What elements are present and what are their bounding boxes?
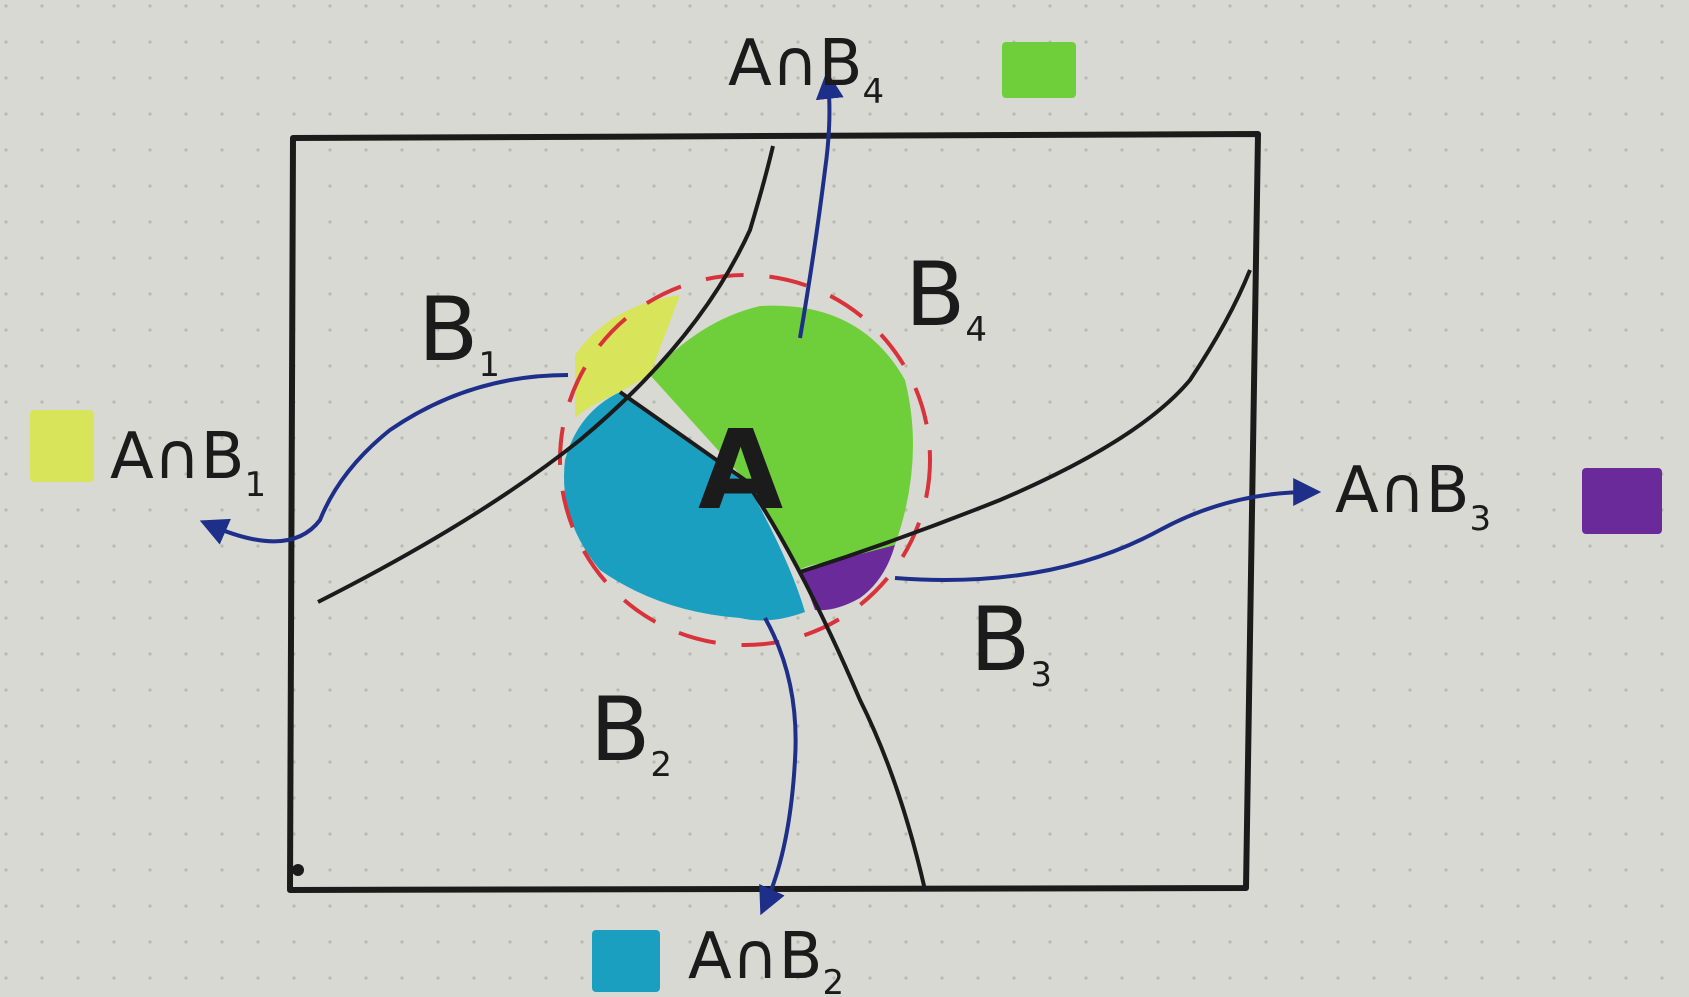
label-b3: B3 <box>970 588 1052 695</box>
boundary-b3-b4 <box>799 269 1252 574</box>
label-event-a: A <box>698 406 783 534</box>
legend-ab3-text: A∩B3 <box>1335 454 1491 539</box>
legend-ab2-text: A∩B2 <box>688 920 844 997</box>
legend-ab3: A∩B3 <box>1335 454 1662 539</box>
label-b1: B1 <box>418 278 500 385</box>
swatch-ab3 <box>1582 468 1662 534</box>
boundary-b2-b4 <box>618 390 927 891</box>
event-a-outline <box>558 273 932 647</box>
legend-ab4: A∩B4 <box>728 27 1076 112</box>
label-b2: B2 <box>590 678 672 785</box>
box-corner-dot <box>292 864 304 876</box>
swatch-ab1 <box>30 410 94 482</box>
arrow-to-ab4 <box>798 70 844 339</box>
region-a-b4 <box>650 305 913 570</box>
region-a-b1 <box>575 295 680 418</box>
legend-ab1: A∩B1 <box>30 410 266 505</box>
region-a-b2 <box>564 392 805 621</box>
legend-ab4-text: A∩B4 <box>728 27 884 112</box>
arrow-to-ab2 <box>759 617 798 916</box>
swatch-ab2 <box>592 930 660 992</box>
region-a-b3 <box>800 545 895 611</box>
boundary-b1-b2 <box>317 145 775 604</box>
arrow-to-ab3 <box>894 478 1322 582</box>
legend-ab1-text: A∩B1 <box>110 420 266 505</box>
label-b4: B4 <box>905 243 987 350</box>
arrow-to-ab1 <box>199 373 569 545</box>
swatch-ab4 <box>1002 42 1076 98</box>
sample-space-box <box>287 131 1261 893</box>
legend-ab2: A∩B2 <box>592 920 844 997</box>
